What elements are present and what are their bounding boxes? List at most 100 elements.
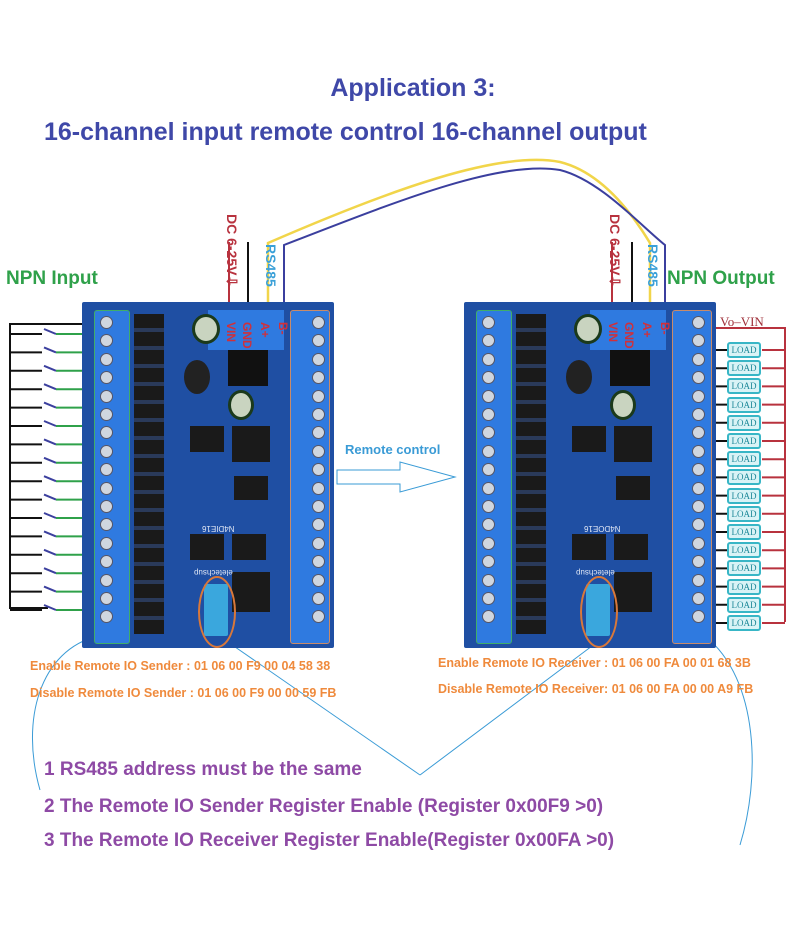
rs485-b-wire: [283, 167, 666, 305]
screw-terminal: [482, 573, 495, 587]
screw-terminal: [692, 500, 705, 513]
screw-terminal: [312, 316, 325, 329]
screw-terminal: [312, 481, 325, 495]
screw-terminal: [692, 371, 705, 385]
ic-chip: [232, 534, 266, 560]
screw-terminal: [312, 426, 325, 440]
sender-enable-command: Enable Remote IO Sender : 01 06 00 F9 00…: [30, 659, 330, 673]
left-vin-terminal-label: VIN: [224, 322, 238, 343]
left-gnd-terminal-label: GND: [240, 322, 254, 349]
command-value: 01 06 00 F9 00 00 59 FB: [197, 686, 337, 700]
load-box: LOAD: [727, 378, 761, 395]
screw-terminal: [692, 573, 705, 587]
input-terminal-strip: [476, 310, 512, 644]
dip-switch-highlight: [198, 576, 236, 648]
ic-chip: [572, 426, 606, 452]
screw-terminal: [100, 481, 113, 495]
screw-terminal: [312, 555, 325, 569]
screw-terminal: [312, 592, 325, 605]
screw-terminal: [100, 389, 113, 403]
screw-terminal: [692, 610, 705, 624]
load-box: LOAD: [727, 396, 761, 413]
screw-terminal: [312, 463, 325, 477]
screw-terminal: [312, 371, 325, 385]
right-power-label: DC 6-25V⇩: [607, 214, 623, 288]
screw-terminal: [100, 573, 113, 587]
screw-terminal: [482, 518, 495, 532]
ic-chip: [614, 426, 652, 462]
load-box: LOAD: [727, 433, 761, 449]
ic-chip: [614, 572, 652, 612]
right-bus-label: RS485: [645, 244, 661, 287]
load-box: LOAD: [727, 451, 761, 468]
screw-terminal: [482, 536, 495, 550]
output-board: N4DOE16 eletechsup: [464, 302, 716, 648]
ic-chip: [234, 476, 268, 500]
ic-chip: [614, 534, 648, 560]
ic-chip: [232, 572, 270, 612]
screw-terminal: [482, 371, 495, 385]
sender-disable-command: Disable Remote IO Sender : 01 06 00 F9 0…: [30, 686, 336, 700]
receiver-enable-command: Enable Remote IO Receiver : 01 06 00 FA …: [438, 656, 751, 670]
screw-terminal: [482, 352, 495, 366]
load-box: LOAD: [727, 560, 761, 577]
screw-terminal: [692, 444, 705, 458]
load-box: LOAD: [727, 578, 761, 595]
power-terminal-block: [208, 310, 284, 350]
capacitor: [574, 314, 602, 344]
pointer-left: [31, 635, 99, 791]
screw-terminal: [482, 334, 495, 348]
command-label: Enable Remote IO Sender :: [30, 659, 191, 673]
left-b-terminal-label: B-: [276, 322, 290, 335]
ic-chip: [190, 534, 224, 560]
left-power-label: DC 6-25V⇩: [224, 214, 240, 288]
output-terminal-strip: [672, 310, 712, 644]
screw-terminal: [312, 518, 325, 532]
load-box: LOAD: [727, 505, 761, 522]
npn-input-label: NPN Input: [6, 268, 98, 289]
screw-terminal: [482, 408, 495, 421]
capacitor: [610, 390, 636, 420]
load-box: LOAD: [727, 469, 761, 486]
screw-terminal: [312, 334, 325, 348]
screw-terminal: [100, 408, 113, 421]
command-value: 01 06 00 F9 00 04 58 38: [193, 659, 331, 673]
screw-terminal: [482, 481, 495, 495]
screw-terminal: [482, 592, 495, 605]
screw-terminal: [100, 444, 113, 458]
screw-terminal: [692, 408, 705, 421]
board-model: N4DOE16: [584, 524, 621, 533]
screw-terminal: [100, 536, 113, 550]
vo-vin-bus: [697, 327, 786, 622]
right-b-terminal-label: B-: [658, 322, 672, 335]
screw-terminal: [312, 500, 325, 513]
load-box: LOAD: [727, 615, 761, 631]
screw-terminal: [100, 463, 113, 477]
capacitor: [228, 390, 254, 420]
screw-terminal: [482, 444, 495, 458]
input-board: N4DIE16 eletechsup: [82, 302, 334, 648]
screw-terminal: [100, 371, 113, 385]
screw-terminal: [482, 610, 495, 624]
screw-terminal: [100, 352, 113, 366]
pointer-right: [704, 635, 753, 846]
inductor: [184, 360, 210, 394]
npn-output-label: NPN Output: [667, 268, 775, 289]
command-label: Disable Remote IO Sender :: [30, 686, 194, 700]
screw-terminal: [312, 573, 325, 587]
screw-terminal: [312, 536, 325, 550]
dip-switch-highlight: [580, 576, 618, 648]
right-a-terminal-label: A+: [640, 322, 654, 338]
screw-terminal: [692, 555, 705, 569]
screw-terminal: [482, 500, 495, 513]
screw-terminal: [482, 316, 495, 329]
screw-terminal: [692, 389, 705, 403]
output-terminal-strip: [290, 310, 330, 644]
optocoupler-array: [134, 314, 164, 634]
screw-terminal: [692, 592, 705, 605]
screw-terminal: [100, 592, 113, 605]
regulator: [228, 350, 268, 386]
note-3: 3 The Remote IO Receiver Register Enable…: [44, 830, 615, 851]
screw-terminal: [100, 555, 113, 569]
screw-terminal: [312, 352, 325, 366]
